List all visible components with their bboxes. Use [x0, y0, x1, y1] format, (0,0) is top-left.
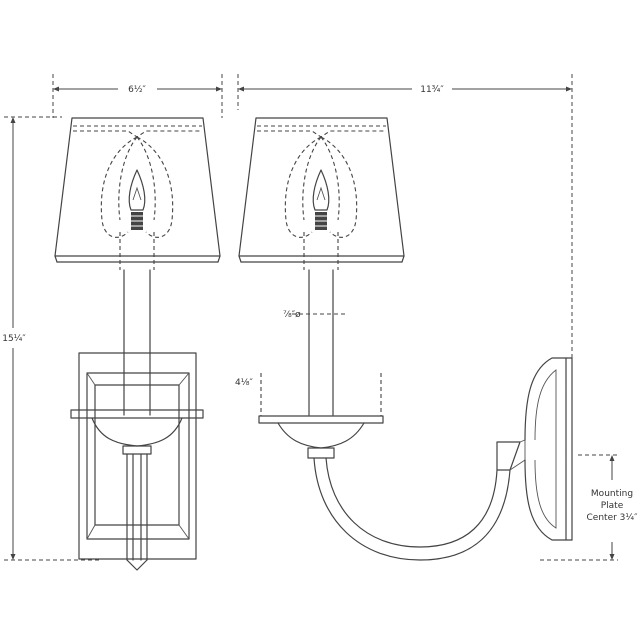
mounting-plate-label-line1: Mounting	[591, 489, 633, 499]
overall-height-dimension: 15¼″	[2, 116, 100, 561]
front-backplate	[78, 352, 197, 560]
front-width-label: 6½″	[128, 85, 146, 95]
front-shade	[54, 117, 221, 257]
side-view: ⅞″ø 4⅛″	[235, 117, 573, 561]
side-bulb	[303, 169, 339, 270]
mounting-plate-dimension: Mounting Plate Center 3¼″	[540, 454, 639, 561]
mounting-plate-label-line3: Center 3¼″	[587, 513, 639, 523]
front-inner-arms	[100, 136, 138, 238]
bobeche-height-dimension: 4⅛″	[235, 373, 382, 416]
side-shade	[238, 117, 405, 257]
front-bulb	[119, 169, 155, 270]
side-curved-arm	[313, 439, 526, 561]
overall-height-label: 15¼″	[2, 334, 26, 344]
stem-diameter-label: ⅞″ø	[283, 310, 301, 320]
front-view	[54, 117, 221, 571]
stem-diameter-dimension: ⅞″ø	[283, 310, 346, 320]
mounting-plate-label-line2: Plate	[601, 501, 624, 511]
side-bobeche	[258, 415, 384, 459]
overall-depth-label: 11¾″	[420, 85, 444, 95]
bobeche-height-label: 4⅛″	[235, 378, 253, 388]
overall-depth-dimension: 11¾″	[237, 74, 573, 360]
front-bobeche	[70, 409, 204, 455]
front-width-dimension: 6½″	[52, 74, 223, 118]
side-wall-plate	[524, 357, 573, 541]
